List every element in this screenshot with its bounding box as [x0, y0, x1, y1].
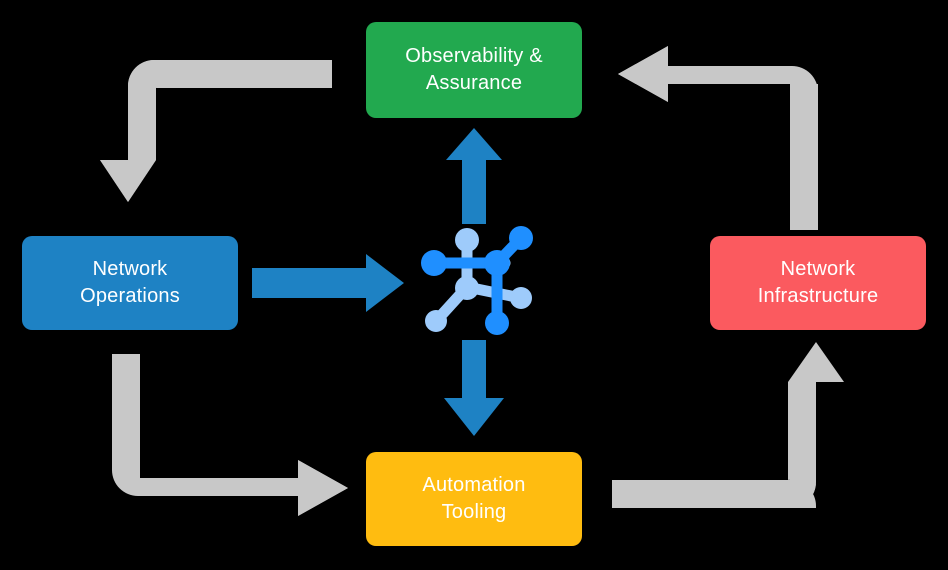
connector-observability-to-operations	[100, 60, 332, 202]
node-box-network-infrastructure[interactable]: Network Infrastructure	[710, 236, 926, 330]
node-box-automation-tooling[interactable]: Automation Tooling	[366, 452, 582, 546]
connector-automation-to-infrastructure	[612, 342, 844, 508]
connector-operations-to-automation	[112, 354, 348, 516]
node-box-observability[interactable]: Observability & Assurance	[366, 22, 582, 118]
node-box-network-operations[interactable]: Network Operations	[22, 236, 238, 330]
connector-infrastructure-to-observability	[618, 46, 818, 230]
arrow-center-to-automation	[444, 340, 504, 436]
arrow-center-to-observability	[446, 128, 502, 224]
arrow-operations-to-center	[252, 254, 404, 312]
